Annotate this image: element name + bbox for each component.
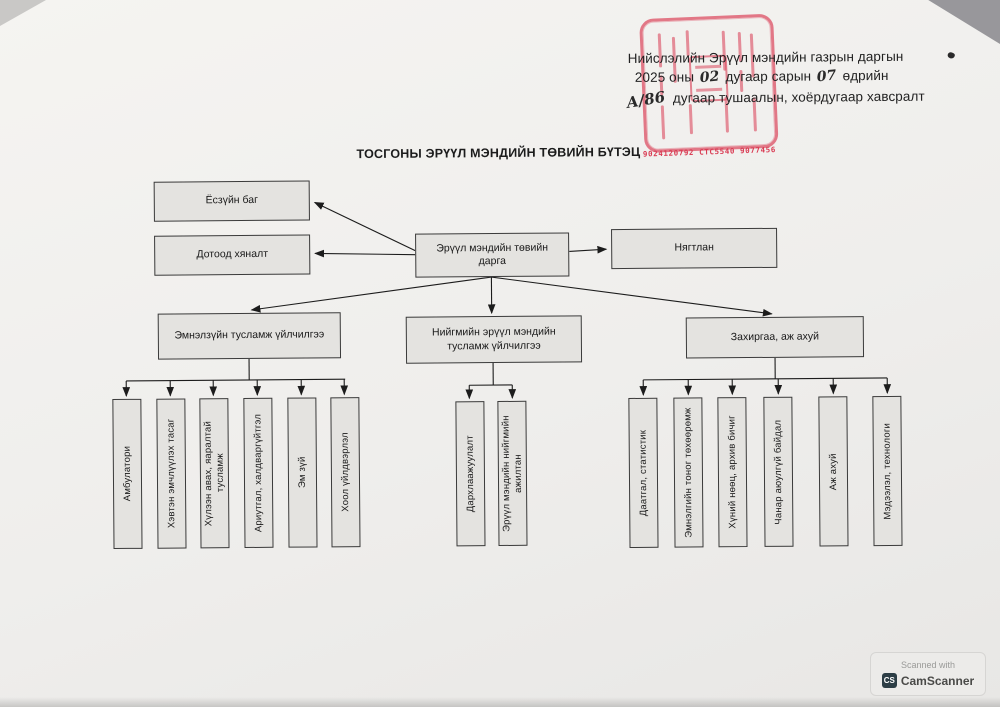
org-leaf-pharmacy: Эм зүй — [287, 397, 318, 548]
org-leaf-label: Хүний нөөц, архив бичиг — [726, 415, 738, 529]
org-box-director: Эрүүл мэндийн төвийн дарга — [415, 232, 570, 278]
org-box-ethics-team: Ёсзүйн баг — [153, 180, 310, 222]
org-leaf-inpatient-ward: Хэвтэн эмчлүүлэх тасаг — [156, 398, 187, 549]
org-box-administration: Захиргаа, аж ахуй — [685, 316, 865, 359]
org-leaf-public-health-social-worker: Эрүүл мэндийн нийгмийн ажилтан — [497, 400, 528, 547]
page-title: ТОСГОНЫ ЭРҮҮЛ МЭНДИЙН ТӨВИЙН БҮТЭЦ — [356, 144, 641, 162]
handwritten-month: 02 — [699, 68, 721, 87]
org-leaf-label: Даатгал, статистик — [637, 429, 649, 517]
org-leaf-label: Амбулатори — [121, 446, 133, 502]
org-box-internal-control: Дотоод хяналт — [154, 234, 311, 276]
org-box-accountant: Нягтлан — [611, 227, 778, 270]
annotation-line-2: 2025 оны 02 дугаар сарын 07 өдрийн — [634, 67, 889, 87]
org-leaf-label: Эмнэлгийн тоног төхөөрөмж — [681, 407, 695, 538]
org-leaf-label: Эрүүл мэндийн нийгмийн ажилтан — [500, 415, 524, 532]
handwritten-day: 07 — [816, 67, 838, 86]
camscanner-brand: CamScanner — [900, 673, 975, 688]
annotation-line3-text: дугаар тушаалын, хоёрдугаар хавсралт — [672, 88, 925, 106]
org-leaf-label: Чанар аюулгүй байдал — [772, 419, 784, 525]
org-leaf-maintenance: Аж ахуй — [818, 396, 849, 547]
camscanner-brand-row: CS CamScanner — [881, 673, 975, 688]
camscanner-badge: Scanned with CS CamScanner — [870, 652, 986, 696]
org-leaf-immunization: Дархлаажуулалт — [455, 401, 486, 547]
annotation-line2-text1: 2025 оны — [634, 69, 695, 85]
org-leaf-label: Дархлаажуулалт — [464, 435, 476, 513]
org-leaf-label: Хэвтэн эмчлүүлэх тасаг — [165, 418, 177, 529]
org-leaf-label: Ариутгал, халдваргүйтгэл — [252, 413, 264, 533]
scan-shadow-edge — [0, 697, 1000, 707]
camscanner-logo-icon: CS — [881, 673, 897, 688]
org-leaf-information-technology: Мэдээлэл, технологи — [872, 395, 903, 547]
org-leaf-insurance-statistics: Даатгал, статистик — [628, 397, 659, 548]
org-leaf-quality-safety: Чанар аюулгүй байдал — [763, 396, 794, 547]
annotation-line2-text3: өдрийн — [842, 67, 889, 84]
org-leaf-sterilization: Ариутгал, халдваргүйтгэл — [243, 397, 274, 549]
org-leaf-ambulatory: Амбулатори — [112, 398, 143, 550]
annotation-line-3: А/86 дугаар тушаалын, хоёрдугаар хавсрал… — [624, 87, 925, 112]
org-leaf-medical-equipment: Эмнэлгийн тоног төхөөрөмж — [673, 397, 704, 548]
org-leaf-label: Хүлээн авах, яаралтай тусламж — [202, 420, 226, 527]
org-leaf-food-production: Хоол үйлдвэрлэл — [330, 397, 361, 548]
org-leaf-reception-emergency: Хүлээн авах, яаралтай тусламж — [199, 398, 230, 549]
org-leaf-hr-archive: Хүний нөөц, архив бичиг — [717, 397, 748, 548]
org-box-clinical-services: Эмнэлзүйн тусламж үйлчилгээ — [157, 312, 342, 360]
annotation-line2-text2: дугаар сарын — [725, 68, 812, 85]
annotation-line-1: Нийслэлийн Эрүүл мэндийн газрын даргын — [627, 48, 904, 66]
org-leaf-label: Мэдээлэл, технологи — [881, 422, 893, 520]
scanned-with-label: Scanned with — [900, 660, 956, 670]
org-box-public-health-services: Нийгмийн эрүүл мэндийн тусламж үйлчилгээ — [405, 315, 583, 364]
org-leaf-label: Хоол үйлдвэрлэл — [339, 432, 351, 513]
org-leaf-label: Аж ахуй — [827, 452, 839, 490]
ink-speck — [946, 51, 956, 60]
org-leaf-label: Эм зүй — [296, 456, 308, 489]
